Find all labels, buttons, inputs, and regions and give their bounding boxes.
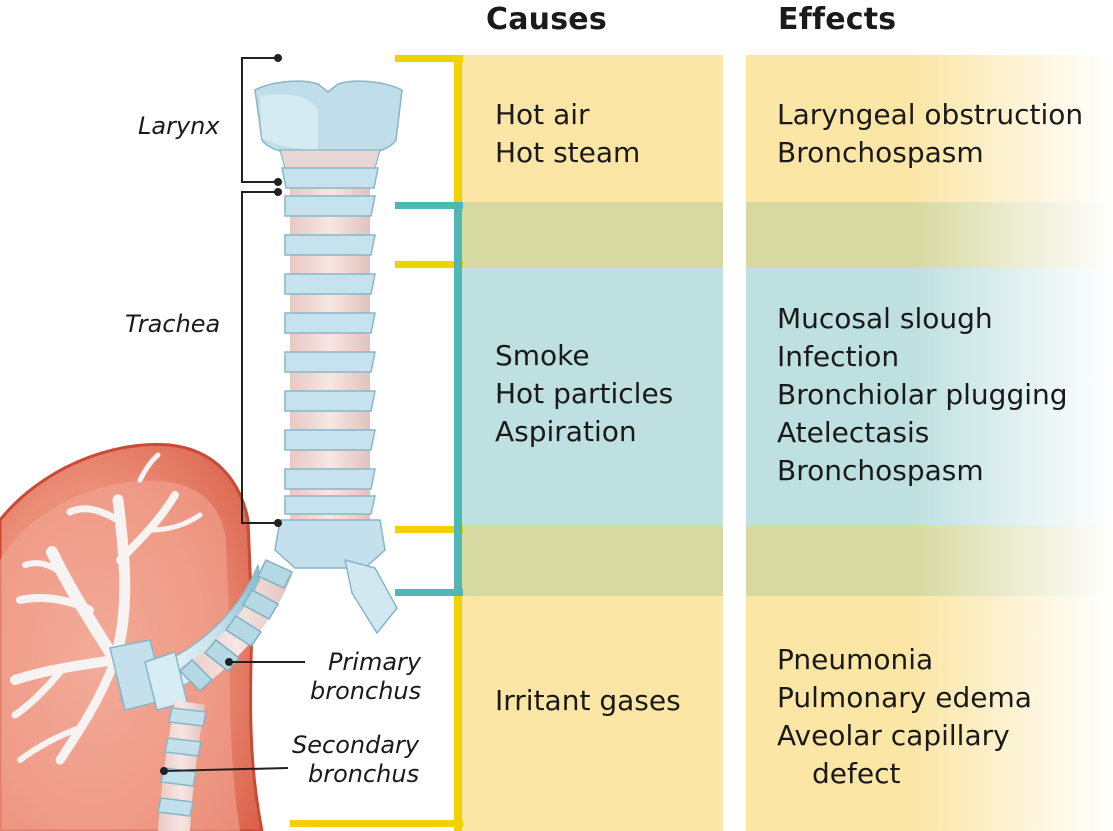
effects-lower: Pneumonia Pulmonary edema Aveolar capill… [777,641,1032,793]
causes-header: Causes [486,2,607,37]
effect-item: defect [777,755,1032,793]
effects-band-overlap-2 [746,526,1113,596]
effects-middle: Mucosal slough Infection Bronchiolar plu… [777,300,1068,490]
yellow-bracket-bottom-lower [290,820,463,827]
causes-upper: Hot air Hot steam [495,96,640,172]
effects-band-overlap-1 [746,202,1113,268]
secondary-bronchus-line: bronchus [292,760,419,789]
effect-item: Pneumonia [777,641,1032,679]
cause-item: Hot air [495,96,640,134]
secondary-bronchus-line: Secondary [292,731,419,760]
teal-bracket-vertical [454,202,462,596]
effect-item: Atelectasis [777,414,1068,452]
trachea-top-dot [274,188,282,196]
yellow-bracket-top-upper [395,55,463,62]
primary-bronchus-line: bronchus [310,677,421,706]
teal-bracket-bottom [395,589,463,596]
effect-item: Laryngeal obstruction [777,96,1083,134]
larynx-bottom-dot [274,178,282,186]
causes-band-overlap-2 [460,526,723,596]
effects-header: Effects [778,2,896,37]
causes-middle: Smoke Hot particles Aspiration [495,337,673,451]
primary-bronchus-label: Primary bronchus [310,648,421,706]
cause-item: Irritant gases [495,682,681,720]
effect-item: Bronchospasm [777,452,1068,490]
effect-item: Aveolar capillary [777,717,1032,755]
trachea-shape [275,180,397,633]
cause-item: Hot steam [495,134,640,172]
effect-item: Infection [777,338,1068,376]
effects-upper: Laryngeal obstruction Bronchospasm [777,96,1083,172]
effect-item: Mucosal slough [777,300,1068,338]
larynx-top-dot [274,54,282,62]
effect-item: Bronchospasm [777,134,1083,172]
yellow-bracket-bottom-upper [395,261,463,268]
trachea-bottom-dot [274,519,282,527]
effect-item: Bronchiolar plugging [777,376,1068,414]
trachea-label: Trachea [125,310,220,339]
teal-bracket-top [395,202,463,209]
secondary-bronchus-label: Secondary bronchus [292,731,419,789]
cause-item: Aspiration [495,413,673,451]
causes-lower: Irritant gases [495,682,681,720]
causes-band-overlap-1 [460,202,723,268]
effect-item: Pulmonary edema [777,679,1032,717]
larynx-shape [255,81,402,188]
yellow-bracket-top-lower [395,526,463,533]
larynx-label: Larynx [138,112,220,141]
cause-item: Hot particles [495,375,673,413]
cause-item: Smoke [495,337,673,375]
primary-bronchus-line: Primary [310,648,421,677]
